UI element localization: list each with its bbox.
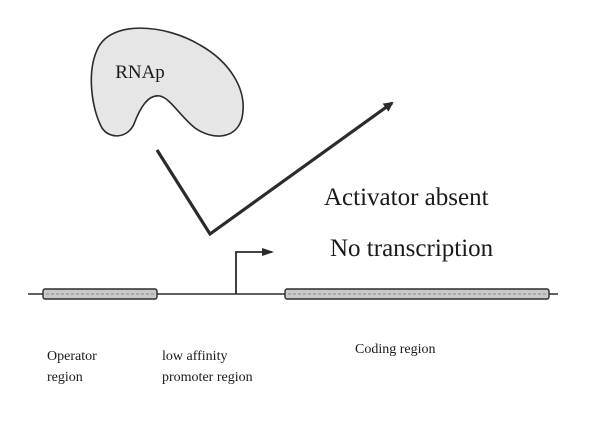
rnap-label: RNAp bbox=[115, 62, 165, 83]
activator-status-text: Activator absent bbox=[324, 184, 489, 211]
promoter-label-line1: low affinity bbox=[162, 349, 227, 364]
transcription-status-text: No transcription bbox=[330, 235, 494, 262]
deflection-arrow bbox=[155, 101, 394, 237]
coding-region-box bbox=[284, 288, 550, 300]
promoter-label-line2: promoter region bbox=[162, 370, 253, 385]
operator-label-line2: region bbox=[47, 370, 83, 385]
coding-region-label: Coding region bbox=[355, 342, 436, 357]
operator-label-line1: Operator bbox=[47, 349, 97, 364]
transcription-start-arrow bbox=[235, 248, 274, 294]
rnap-shape bbox=[90, 27, 244, 137]
operator-region-box bbox=[42, 288, 158, 300]
